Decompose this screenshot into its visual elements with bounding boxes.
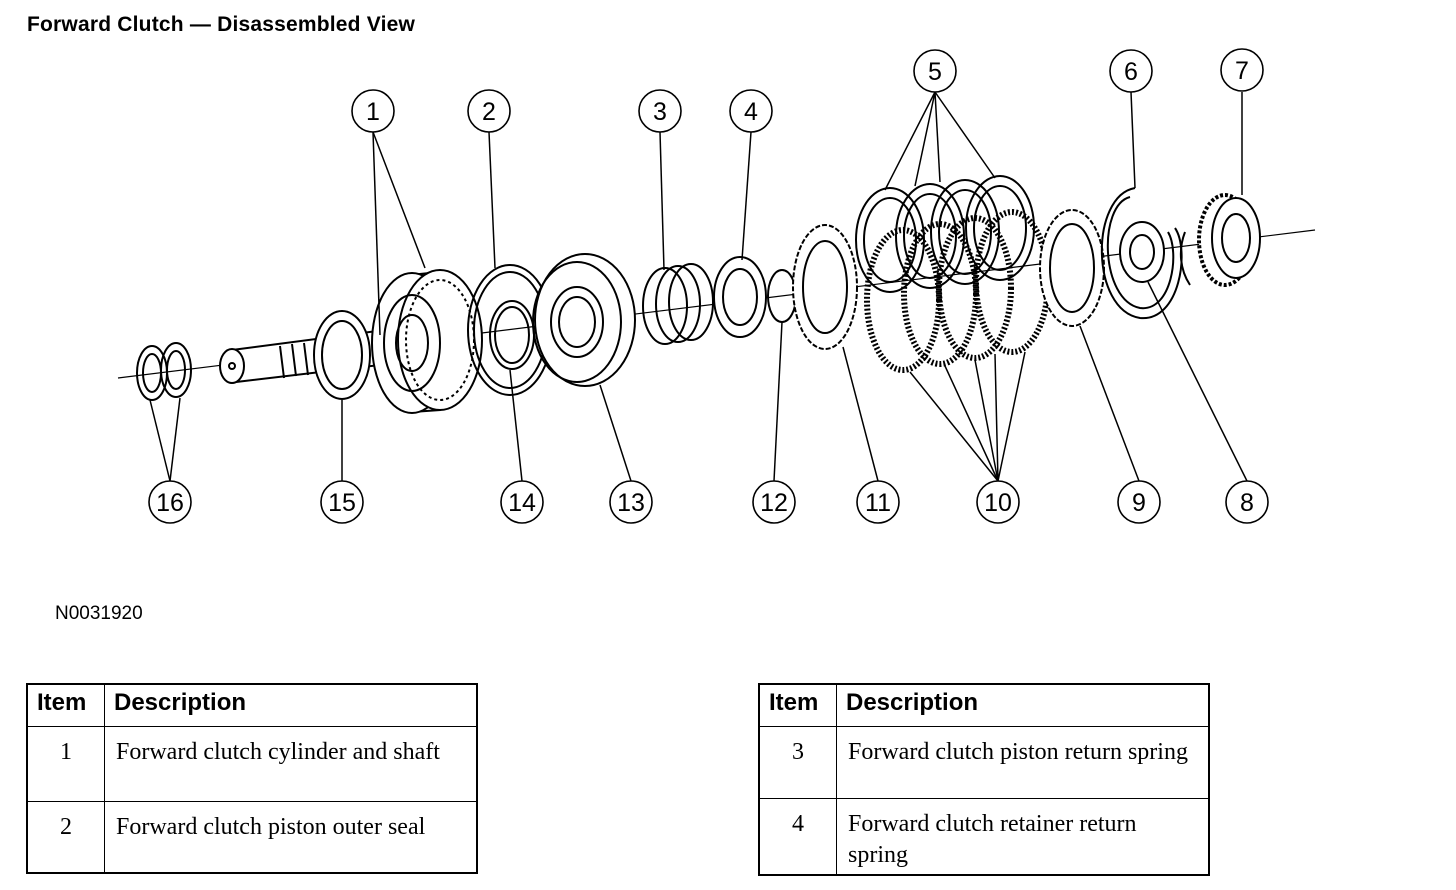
item-number: 1 [26, 726, 105, 802]
description-header: Description [836, 683, 1210, 727]
callout-circle [1109, 49, 1153, 93]
part-14-inner-seal [489, 300, 535, 370]
callout-13: 13 [609, 480, 653, 524]
item-description: Forward clutch piston return spring [836, 726, 1210, 799]
legend-table-right: Item Description 3 Forward clutch piston… [758, 683, 1210, 876]
callout-circle [1220, 48, 1264, 92]
table-row: 2 Forward clutch piston outer seal [26, 801, 478, 873]
item-description: Forward clutch piston outer seal [104, 801, 478, 873]
callout-11: 11 [856, 480, 900, 524]
part-16-seal-rings [136, 342, 192, 401]
callout-5: 5 [913, 49, 957, 93]
description-header: Description [104, 683, 478, 727]
callout-1: 1 [351, 89, 395, 133]
callout-circle [976, 480, 1020, 524]
part-5-steel-plates [855, 175, 1035, 293]
table-row: 3 Forward clutch piston return spring [758, 726, 1210, 799]
part-15-washer [313, 310, 371, 400]
item-header: Item [758, 683, 837, 727]
callout-7: 7 [1220, 48, 1264, 92]
callout-circle [320, 480, 364, 524]
legend-table-left: Item Description 1 Forward clutch cylind… [26, 683, 478, 874]
callout-circle [500, 480, 544, 524]
callout-number: 8 [1240, 489, 1254, 517]
figure-id: N0031920 [55, 603, 143, 624]
callout-16: 16 [148, 480, 192, 524]
table-header-row: Item Description [26, 683, 478, 727]
callout-circle [638, 89, 682, 133]
callout-number: 5 [928, 58, 942, 86]
callout-number: 11 [865, 489, 891, 517]
part-7-hub [1179, 193, 1261, 287]
callout-circle [351, 89, 395, 133]
callout-number: 14 [508, 489, 536, 517]
item-description: Forward clutch retainer return spring [836, 798, 1210, 876]
callout-10: 10 [976, 480, 1020, 524]
part-9-plate [1039, 209, 1105, 327]
callout-2: 2 [467, 89, 511, 133]
callout-number: 10 [984, 489, 1012, 517]
callout-circle [1117, 480, 1161, 524]
table-row: 1 Forward clutch cylinder and shaft [26, 726, 478, 802]
callout-number: 9 [1132, 489, 1146, 517]
item-number: 4 [758, 798, 837, 876]
callout-number: 1 [366, 98, 380, 126]
part-11-pressure-plate [792, 224, 858, 350]
callout-4: 4 [729, 89, 773, 133]
callout-number: 3 [653, 98, 667, 126]
table-row: 4 Forward clutch retainer return spring [758, 798, 1210, 876]
callout-9: 9 [1117, 480, 1161, 524]
part-3-return-spring [642, 263, 714, 345]
callout-circle [729, 89, 773, 133]
item-number: 3 [758, 726, 837, 799]
callout-circle [913, 49, 957, 93]
callout-number: 4 [744, 98, 758, 126]
diagram-title: Forward Clutch — Disassembled View [27, 13, 416, 36]
part-8-thrust-bearing [1119, 221, 1165, 283]
part-13-piston [532, 253, 636, 387]
item-number: 2 [26, 801, 105, 873]
callout-3: 3 [638, 89, 682, 133]
callout-number: 13 [617, 489, 645, 517]
table-header-row: Item Description [758, 683, 1210, 727]
callout-circle [856, 480, 900, 524]
item-description: Forward clutch cylinder and shaft [104, 726, 478, 802]
callout-number: 6 [1124, 58, 1138, 86]
leader-lines [149, 91, 1248, 482]
part-1-cylinder [371, 269, 483, 414]
callout-circle [609, 480, 653, 524]
callout-number: 2 [482, 98, 496, 126]
callout-number: 12 [760, 489, 788, 517]
callout-12: 12 [752, 480, 796, 524]
callout-number: 15 [328, 489, 356, 517]
callout-8: 8 [1225, 480, 1269, 524]
part-4-retainer [713, 256, 767, 338]
callout-circle [752, 480, 796, 524]
item-header: Item [26, 683, 105, 727]
callout-number: 7 [1235, 57, 1249, 85]
callout-number: 16 [156, 489, 184, 517]
callout-circle [148, 480, 192, 524]
callout-circle [1225, 480, 1269, 524]
callout-circle [467, 89, 511, 133]
callout-14: 14 [500, 480, 544, 524]
callout-6: 6 [1109, 49, 1153, 93]
callout-15: 15 [320, 480, 364, 524]
